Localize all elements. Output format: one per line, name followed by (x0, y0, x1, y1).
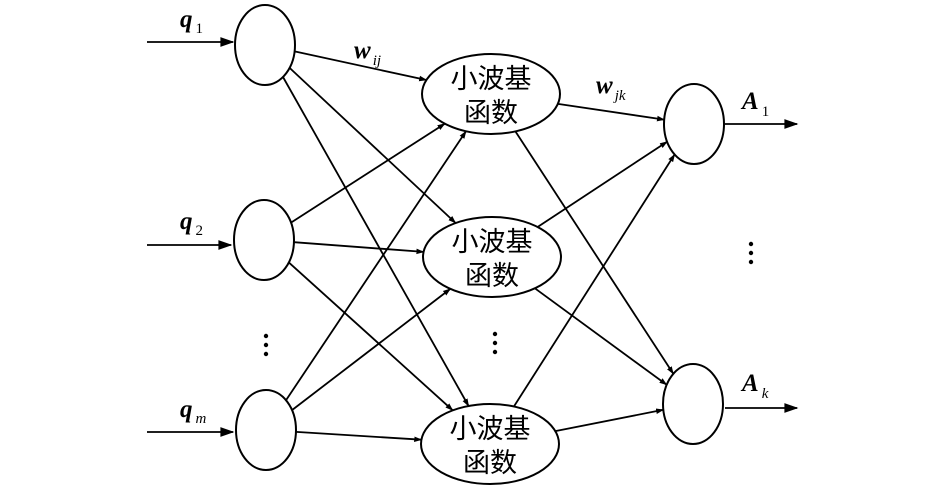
hidden-node-1 (421, 53, 561, 135)
input-node-1 (234, 4, 296, 86)
edge-hidden-1-output-1 (557, 103, 665, 122)
input-node-2 (233, 199, 295, 281)
edge-input-3-hidden-1 (285, 130, 467, 401)
edge-hidden-2-output-2 (534, 287, 668, 386)
hidden-node-3 (420, 403, 560, 485)
input-node-m (235, 389, 297, 471)
edge-input-1-hidden-1 (294, 50, 428, 82)
hidden-node-2 (422, 216, 562, 298)
edge-input-2-hidden-1 (290, 122, 446, 224)
edge-input-1-hidden-3 (282, 76, 470, 407)
hidden-label-3-line2: 函数 (463, 448, 517, 479)
input-arrows (147, 37, 235, 437)
hidden-label-3-line1: 小波基 (450, 414, 531, 445)
edge-input-2-hidden-2 (293, 241, 425, 255)
edge-input-1-hidden-2 (288, 67, 457, 224)
hidden-label-1-line2: 函数 (464, 98, 518, 129)
hidden-labels: 小波基 函数 小波基 函数 小波基 函数 (450, 64, 533, 479)
edge-input-3-hidden-2 (291, 288, 451, 411)
output-layer (662, 83, 725, 445)
output-node-k (662, 363, 724, 445)
edge-hidden-3-output-2 (555, 408, 665, 432)
edge-hidden-1-output-2 (514, 130, 675, 375)
connection-edges (282, 50, 676, 443)
hidden-label-2-line2: 函数 (465, 261, 519, 292)
edge-input-3-hidden-3 (295, 431, 423, 443)
ellipsis-hidden (492, 331, 498, 355)
ellipsis-output (748, 241, 754, 265)
edge-input-2-hidden-3 (288, 261, 454, 411)
output-arrows (725, 119, 799, 413)
hidden-label-2-line1: 小波基 (452, 227, 533, 258)
ellipsis-input (263, 333, 269, 357)
hidden-label-1-line1: 小波基 (451, 64, 532, 95)
edge-hidden-2-output-1 (537, 140, 668, 228)
hidden-layer (420, 53, 562, 485)
output-node-1 (663, 83, 725, 165)
input-layer (233, 4, 297, 471)
edge-hidden-3-output-1 (513, 153, 676, 407)
